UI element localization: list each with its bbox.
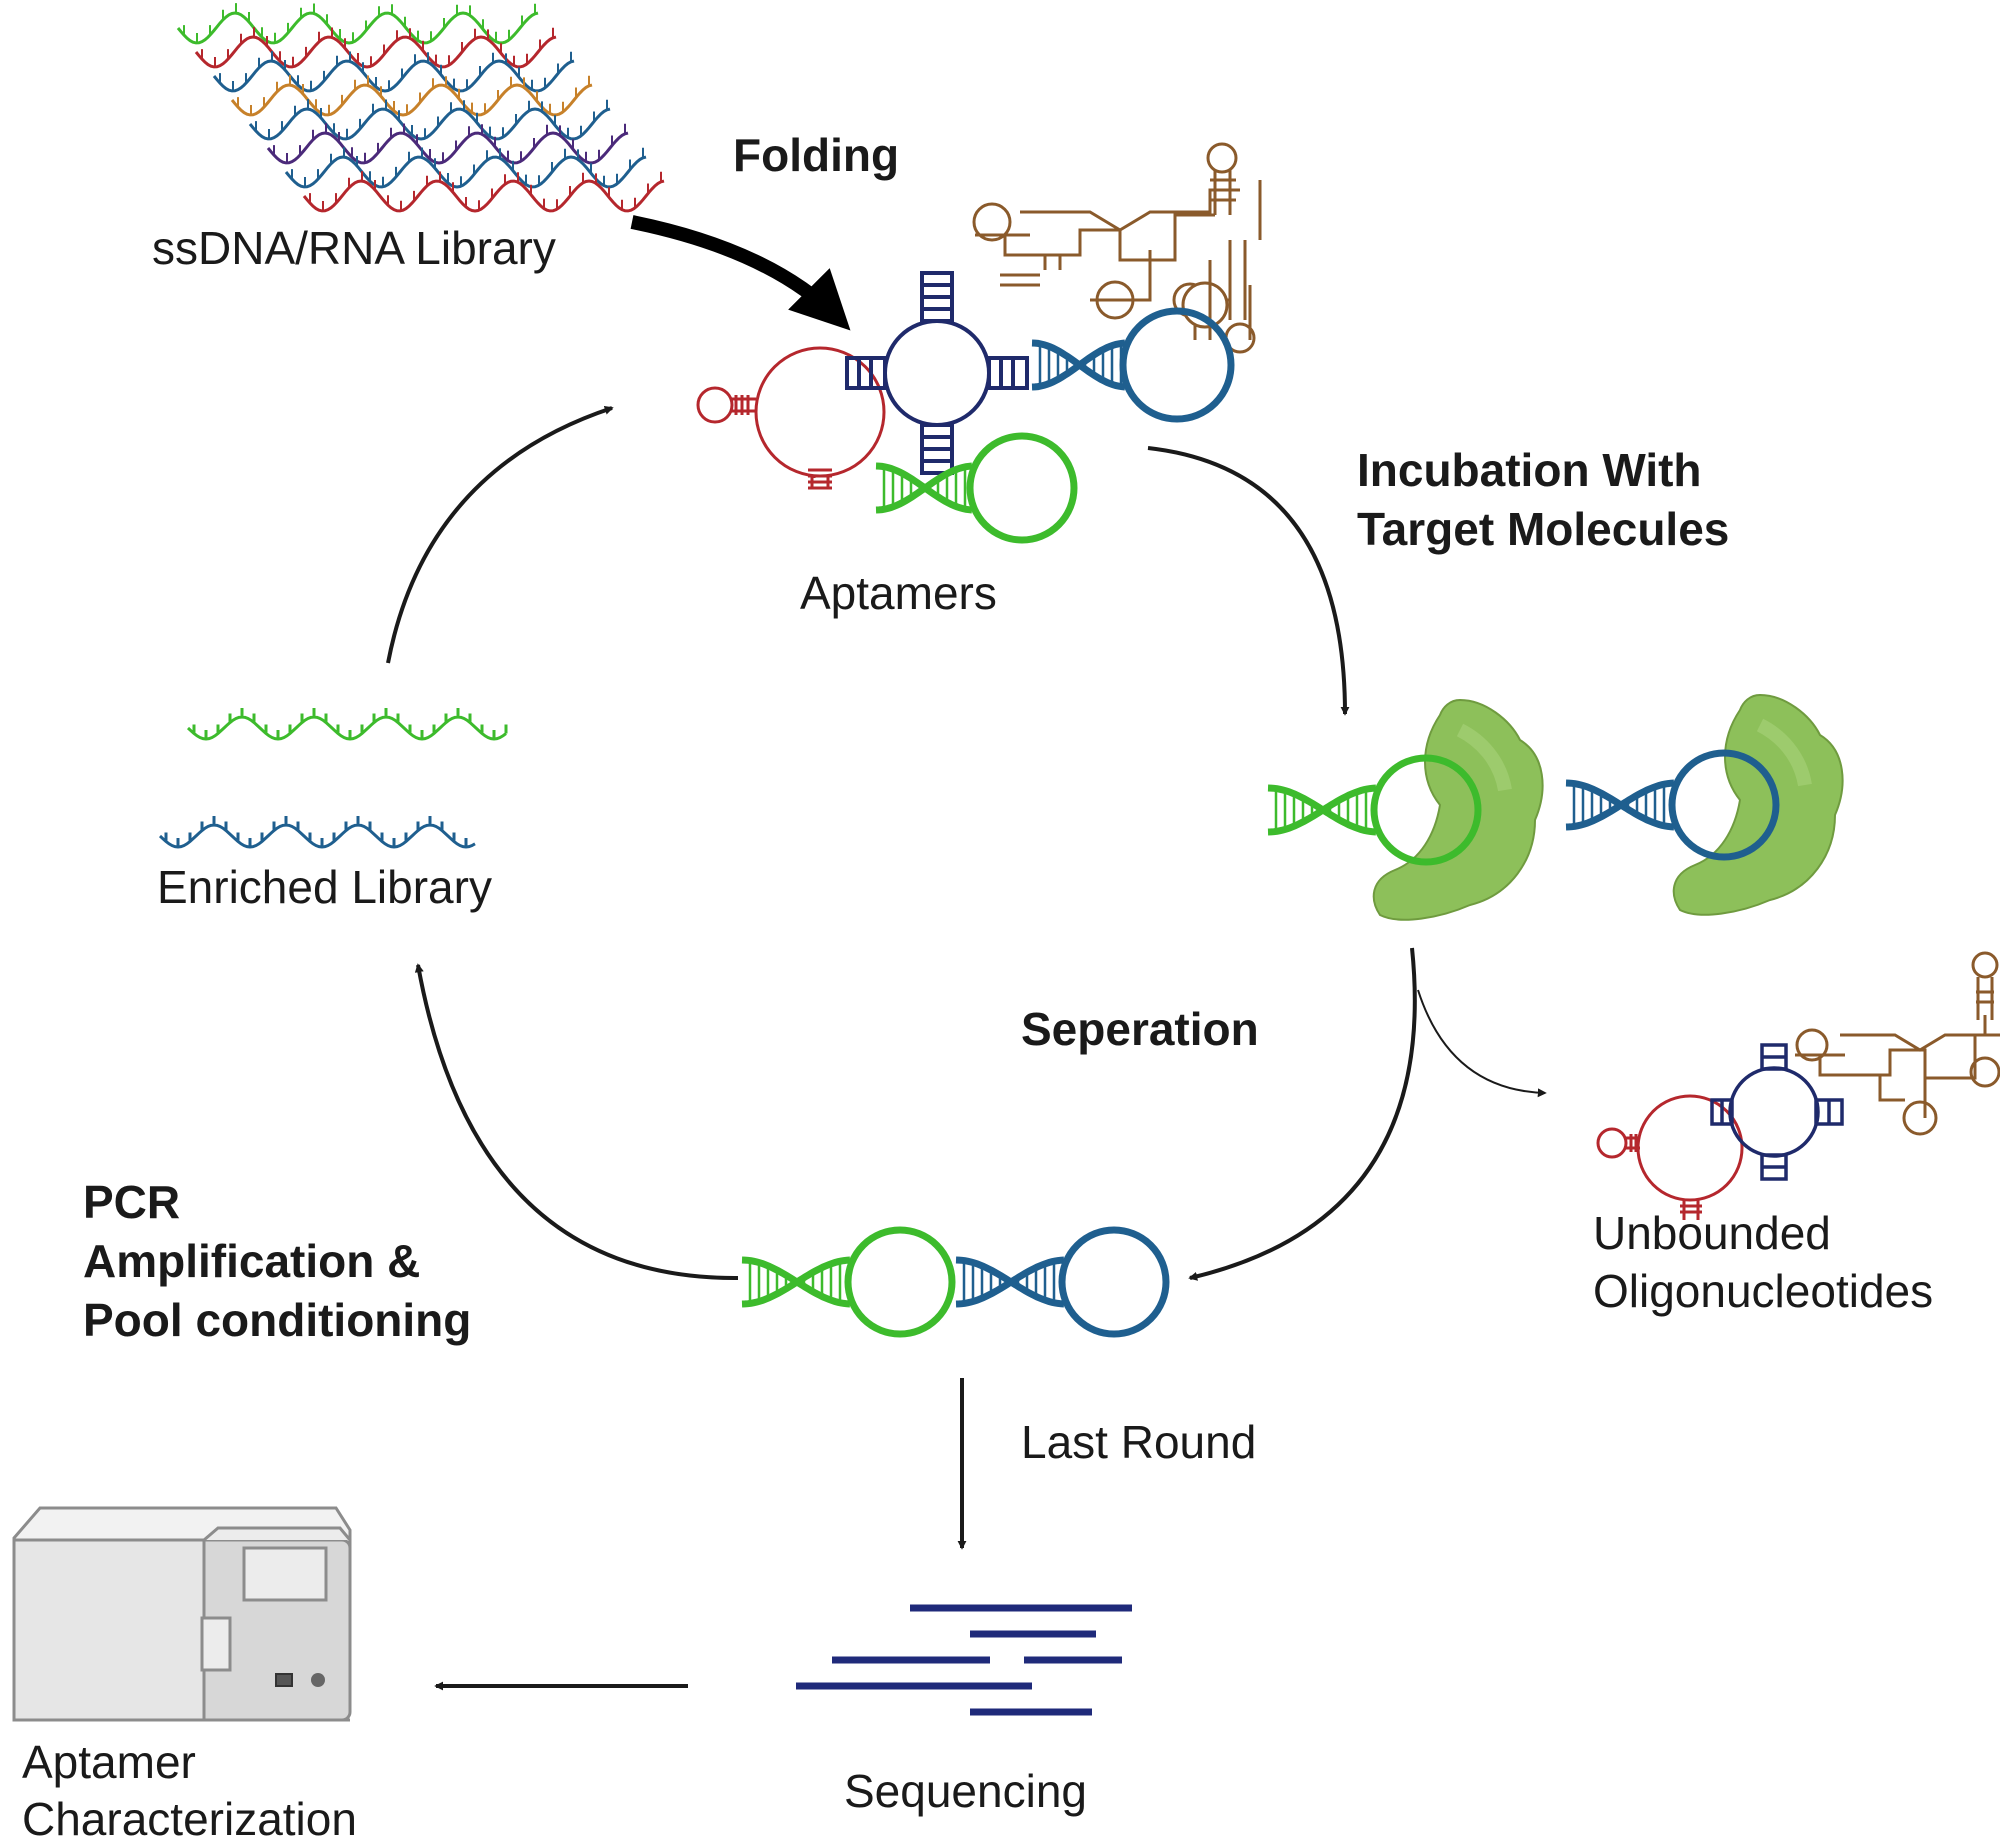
selected-blue-aptamer-icon bbox=[955, 1226, 1170, 1338]
folding-arrow bbox=[630, 215, 851, 331]
enriched-green-strand-icon bbox=[186, 708, 508, 741]
sequencing-label: Sequencing bbox=[844, 1765, 1087, 1817]
sequencing-reads-icon bbox=[796, 1604, 1132, 1716]
characterization-label-line1: Aptamer bbox=[22, 1736, 196, 1788]
pcr-arrow bbox=[414, 963, 739, 1281]
folding-label: Folding bbox=[733, 129, 900, 181]
seperation-label: Seperation bbox=[1021, 1003, 1259, 1055]
target-molecule-icon-1 bbox=[1372, 698, 1544, 921]
enriched-blue-strand-icon bbox=[158, 816, 476, 849]
pcr-label-line3: Pool conditioning bbox=[83, 1294, 472, 1346]
pcr-label-line1: PCR bbox=[83, 1176, 181, 1228]
ssdna-rna-library-icon bbox=[176, 3, 665, 213]
unbound-arrow bbox=[1417, 989, 1547, 1098]
unbounded-label-line1: Unbounded bbox=[1593, 1207, 1831, 1259]
enriched-library-label: Enriched Library bbox=[157, 861, 492, 913]
unbound-oligonucleotides-icon bbox=[1596, 951, 2000, 1220]
red-aptamer-icon bbox=[696, 346, 886, 490]
selected-green-aptamer-icon bbox=[741, 1226, 956, 1338]
brown-aptamer-icon bbox=[972, 142, 1262, 354]
characterization-label-line2: Characterization bbox=[22, 1793, 357, 1845]
pcr-label-line2: Amplification & bbox=[83, 1235, 421, 1287]
green-aptamer-icon bbox=[875, 432, 1078, 544]
incubation-label-line1: Incubation With bbox=[1357, 444, 1702, 496]
aptamers-label: Aptamers bbox=[800, 567, 997, 619]
last-round-label: Last Round bbox=[1021, 1416, 1257, 1468]
aptamers-icon bbox=[696, 142, 1262, 544]
navy-aptamer-icon bbox=[845, 271, 1029, 475]
target-molecule-icon-2 bbox=[1672, 693, 1844, 916]
unbounded-label-line2: Oligonucleotides bbox=[1593, 1265, 1934, 1317]
incubation-arrow bbox=[1147, 446, 1350, 716]
blue-bound-aptamer-icon bbox=[1565, 749, 1780, 861]
incubation-label-line2: Target Molecules bbox=[1357, 503, 1730, 555]
blue-aptamer-icon bbox=[1031, 307, 1235, 423]
green-bound-aptamer-icon bbox=[1267, 754, 1482, 866]
enriched-to-aptamers-arrow bbox=[386, 405, 614, 664]
separation-arrow bbox=[1188, 947, 1417, 1281]
library-label: ssDNA/RNA Library bbox=[152, 222, 556, 274]
characterization-instrument-icon bbox=[12, 1506, 352, 1722]
